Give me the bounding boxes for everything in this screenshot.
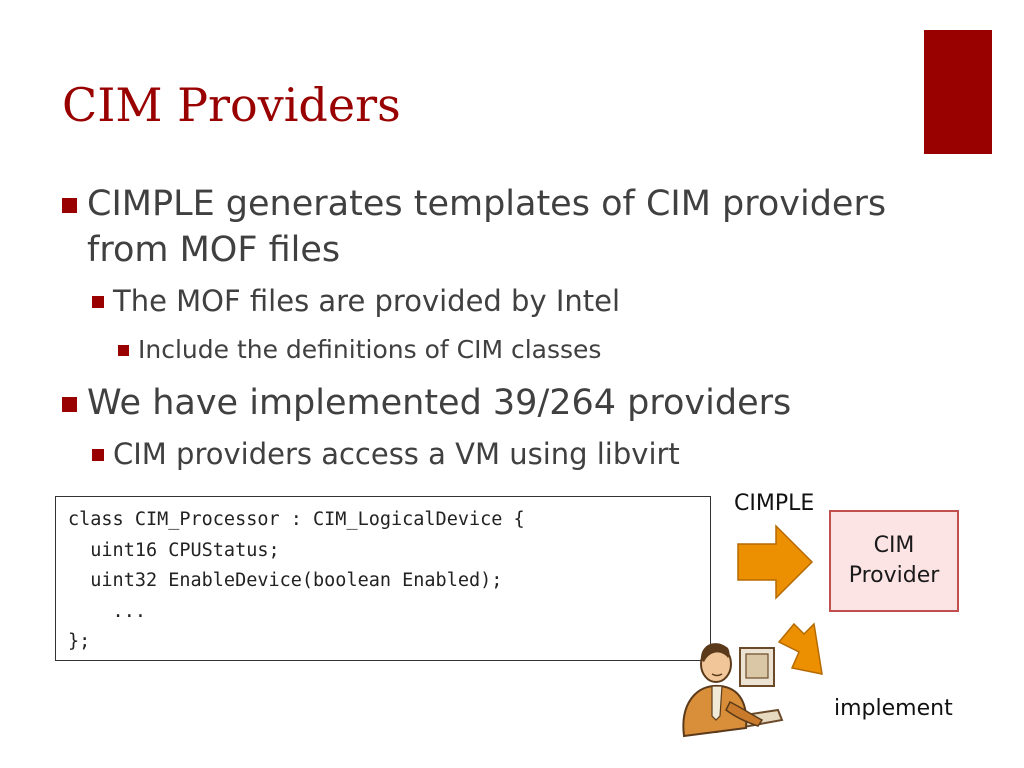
bullet-list: CIMPLE generates templates of CIM provid… xyxy=(62,181,902,471)
provider-box-line-2: Provider xyxy=(848,563,940,588)
code-line: uint32 EnableDevice(boolean Enabled); xyxy=(68,570,503,591)
bullet-item-mof-intel: The MOF files are provided by Intel xyxy=(92,284,892,318)
bullet-text: The MOF files are provided by Intel xyxy=(113,284,621,318)
person-at-computer-icon xyxy=(682,643,784,738)
corner-accent-block xyxy=(924,30,992,154)
arrows-graphic xyxy=(737,524,823,675)
slide-title: CIM Providers xyxy=(62,78,401,132)
code-line: }; xyxy=(68,631,91,652)
bullet-item-libvirt: CIM providers access a VM using libvirt xyxy=(92,437,892,471)
bullet-item-cimple-templates: CIMPLE generates templates of CIM provid… xyxy=(62,181,902,273)
bullet-item-cim-classes: Include the definitions of CIM classes xyxy=(118,335,898,365)
code-line: class CIM_Processor : CIM_LogicalDevice … xyxy=(68,509,525,530)
mof-code-lines: class CIM_Processor : CIM_LogicalDevice … xyxy=(68,505,698,658)
bullet-square-icon xyxy=(118,345,129,356)
bullet-square-icon xyxy=(62,198,77,213)
bullet-square-icon xyxy=(62,397,77,412)
cim-provider-box: CIM Provider xyxy=(829,510,959,612)
bullet-text: CIMPLE generates templates of CIM provid… xyxy=(87,184,887,270)
provider-box-line-1: CIM xyxy=(873,533,915,558)
implement-label: implement xyxy=(834,696,953,721)
mof-code-box: class CIM_Processor : CIM_LogicalDevice … xyxy=(55,496,711,661)
code-line: ... xyxy=(68,600,146,622)
cimple-label: CIMPLE xyxy=(734,491,815,516)
bullet-item-implemented-providers: We have implemented 39/264 providers xyxy=(62,380,902,426)
bullet-square-icon xyxy=(92,296,104,308)
bullet-text: Include the definitions of CIM classes xyxy=(138,335,602,364)
right-arrow-icon xyxy=(737,524,814,600)
bullet-square-icon xyxy=(92,449,104,461)
bullet-text: CIM providers access a VM using libvirt xyxy=(113,437,680,471)
diagonal-arrow-icon xyxy=(777,622,823,675)
bullet-text: We have implemented 39/264 providers xyxy=(87,383,792,423)
code-line: uint16 CPUStatus; xyxy=(68,539,280,561)
